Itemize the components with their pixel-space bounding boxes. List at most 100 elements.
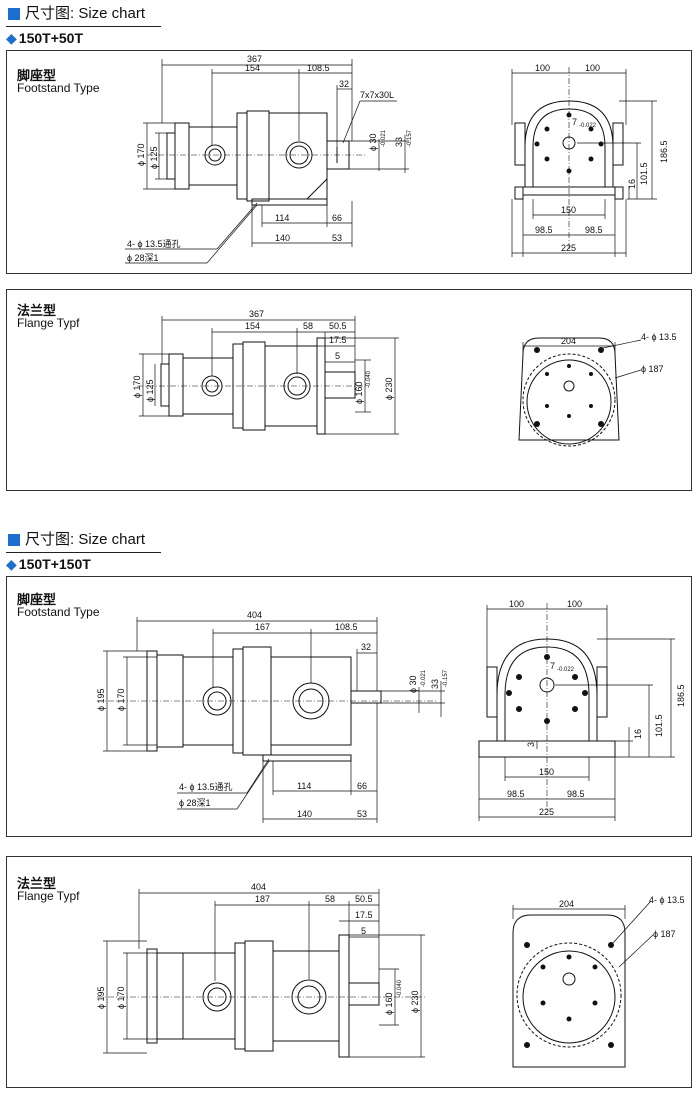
section-title: 尺寸图: Size chart [25, 531, 146, 548]
side-dim-100a: 100 [509, 599, 524, 609]
dim-50-5: 50.5 [329, 321, 347, 331]
side-dim-186-5: 186.5 [659, 140, 669, 163]
dim-66: 66 [332, 213, 342, 223]
dim-length: 404 [247, 610, 262, 620]
side-dim-phi187: ϕ 187 [641, 364, 664, 374]
dim-length: 367 [247, 54, 262, 64]
dim-154: 154 [245, 321, 260, 331]
dim-holes: 4- ϕ 13.5通孔 [127, 239, 181, 249]
flange-drawing: 367 154 58 50.5 17.5 5 ϕ 170 ϕ 125 ϕ 160… [132, 309, 677, 447]
diamond-icon: ◆ [6, 30, 17, 46]
dim-58: 58 [325, 894, 335, 904]
model-label: ◆150T+150T [6, 556, 91, 572]
dim-phi170: ϕ 170 [116, 986, 126, 1009]
diamond-icon: ◆ [6, 556, 17, 572]
type-label-cn: 法兰型 [17, 876, 57, 891]
dim-phi170: ϕ 170 [136, 143, 146, 166]
type-label-en: Footstand Type [17, 605, 100, 619]
side-dim-100b: 100 [585, 63, 600, 73]
side-dim-holes: 4- ϕ 13.5 [641, 332, 677, 342]
section-header: 尺寸图: Size chart [6, 4, 161, 27]
dim-58: 58 [303, 321, 313, 331]
side-dim-100a: 100 [535, 63, 550, 73]
side-dim-204: 204 [559, 899, 574, 909]
header-underline [6, 26, 161, 27]
dim-154: 154 [245, 63, 260, 73]
square-bullet-icon [8, 8, 20, 20]
side-dim-101-5: 101.5 [654, 714, 664, 737]
dim-140: 140 [297, 809, 312, 819]
dim-length: 404 [251, 882, 266, 892]
dim-108-5: 108.5 [335, 622, 358, 632]
side-dim-16: 16 [627, 179, 637, 189]
side-dim-100b: 100 [567, 599, 582, 609]
side-dim-186-5: 186.5 [676, 684, 686, 707]
dim-114: 114 [297, 781, 311, 791]
type-label-cn: 脚座型 [17, 68, 57, 83]
side-dim-225: 225 [561, 243, 576, 253]
dim-17-5: 17.5 [355, 910, 373, 920]
dim-phi125: ϕ 125 [145, 379, 155, 402]
footstand-drawing: 404 167 108.5 32 ϕ 195 ϕ 170 ϕ 30 -0.021… [96, 599, 686, 823]
tol-160: -0.040 [397, 979, 403, 997]
side-dim-holes: 4- ϕ 13.5 [649, 895, 685, 905]
dim-phi30: ϕ 30 [368, 133, 378, 151]
dim-holes: 4- ϕ 13.5通孔 [179, 782, 233, 792]
dim-counterbore: ϕ 28深1 [127, 253, 159, 263]
model-label: ◆150T+50T [6, 30, 83, 46]
dim-32: 32 [361, 642, 371, 652]
side-dim-150: 150 [539, 767, 554, 777]
dim-phi125: ϕ 125 [149, 146, 159, 169]
side-dim-101-5: 101.5 [639, 162, 649, 185]
dim-phi230: ϕ 230 [410, 990, 420, 1013]
dim-length: 367 [249, 309, 264, 319]
dim-114: 114 [275, 213, 289, 223]
type-label-cn: 脚座型 [17, 592, 57, 607]
tol-33: -0.157 [407, 129, 413, 147]
tol-160: -0.040 [366, 370, 372, 388]
section-header: 尺寸图: Size chart [6, 530, 161, 553]
side-dim-204: 204 [561, 336, 576, 346]
side-dim-16: 16 [633, 729, 643, 739]
dim-phi170: ϕ 170 [116, 688, 126, 711]
dim-50-5: 50.5 [355, 894, 373, 904]
flange-panel: 法兰型 Flange Typf [6, 856, 692, 1088]
side-dim-225: 225 [539, 807, 554, 817]
side-dim-98-5a: 98.5 [535, 225, 553, 235]
dim-phi195: ϕ 195 [96, 986, 106, 1009]
side-dim-7: 7 [572, 117, 577, 127]
dim-108-5: 108.5 [307, 63, 330, 73]
dim-phi30: ϕ 30 [408, 675, 418, 693]
header-underline [6, 552, 161, 553]
flange-drawing: 404 187 58 50.5 17.5 5 ϕ 195 ϕ 170 ϕ 160… [96, 882, 685, 1068]
dim-33: 33 [430, 679, 440, 689]
dim-187: 187 [255, 894, 270, 904]
dim-32: 32 [339, 79, 349, 89]
type-label-en: Flange Typf [17, 316, 80, 330]
dim-53: 53 [332, 233, 342, 243]
side-tol-7: -0.022 [557, 667, 575, 673]
dim-17-5: 17.5 [329, 335, 347, 345]
side-dim-98-5a: 98.5 [507, 789, 525, 799]
dim-33: 33 [394, 137, 404, 147]
square-bullet-icon [8, 534, 20, 546]
type-label-en: Flange Typf [17, 889, 80, 903]
dim-phi160: ϕ 160 [384, 992, 394, 1015]
dim-phi170: ϕ 170 [132, 375, 142, 398]
footstand-panel: 脚座型 Footstand Type [6, 50, 692, 274]
side-dim-98-5b: 98.5 [585, 225, 603, 235]
dim-counterbore: ϕ 28深1 [179, 798, 211, 808]
dim-5: 5 [361, 926, 366, 936]
type-label-en: Footstand Type [17, 81, 100, 95]
dim-167: 167 [255, 622, 270, 632]
footstand-drawing: 367 154 108.5 32 7x7x30L ϕ 170 ϕ 125 ϕ 3… [125, 54, 669, 264]
dim-53: 53 [357, 809, 367, 819]
dim-key: 7x7x30L [360, 90, 394, 100]
footstand-panel: 脚座型 Footstand Type [6, 576, 692, 837]
side-dim-phi187: ϕ 187 [653, 929, 676, 939]
type-label-cn: 法兰型 [17, 303, 57, 318]
dim-phi160: ϕ 160 [354, 381, 364, 404]
dim-140: 140 [275, 233, 290, 243]
section-title: 尺寸图: Size chart [25, 5, 146, 22]
side-dim-7: 7 [550, 661, 555, 671]
